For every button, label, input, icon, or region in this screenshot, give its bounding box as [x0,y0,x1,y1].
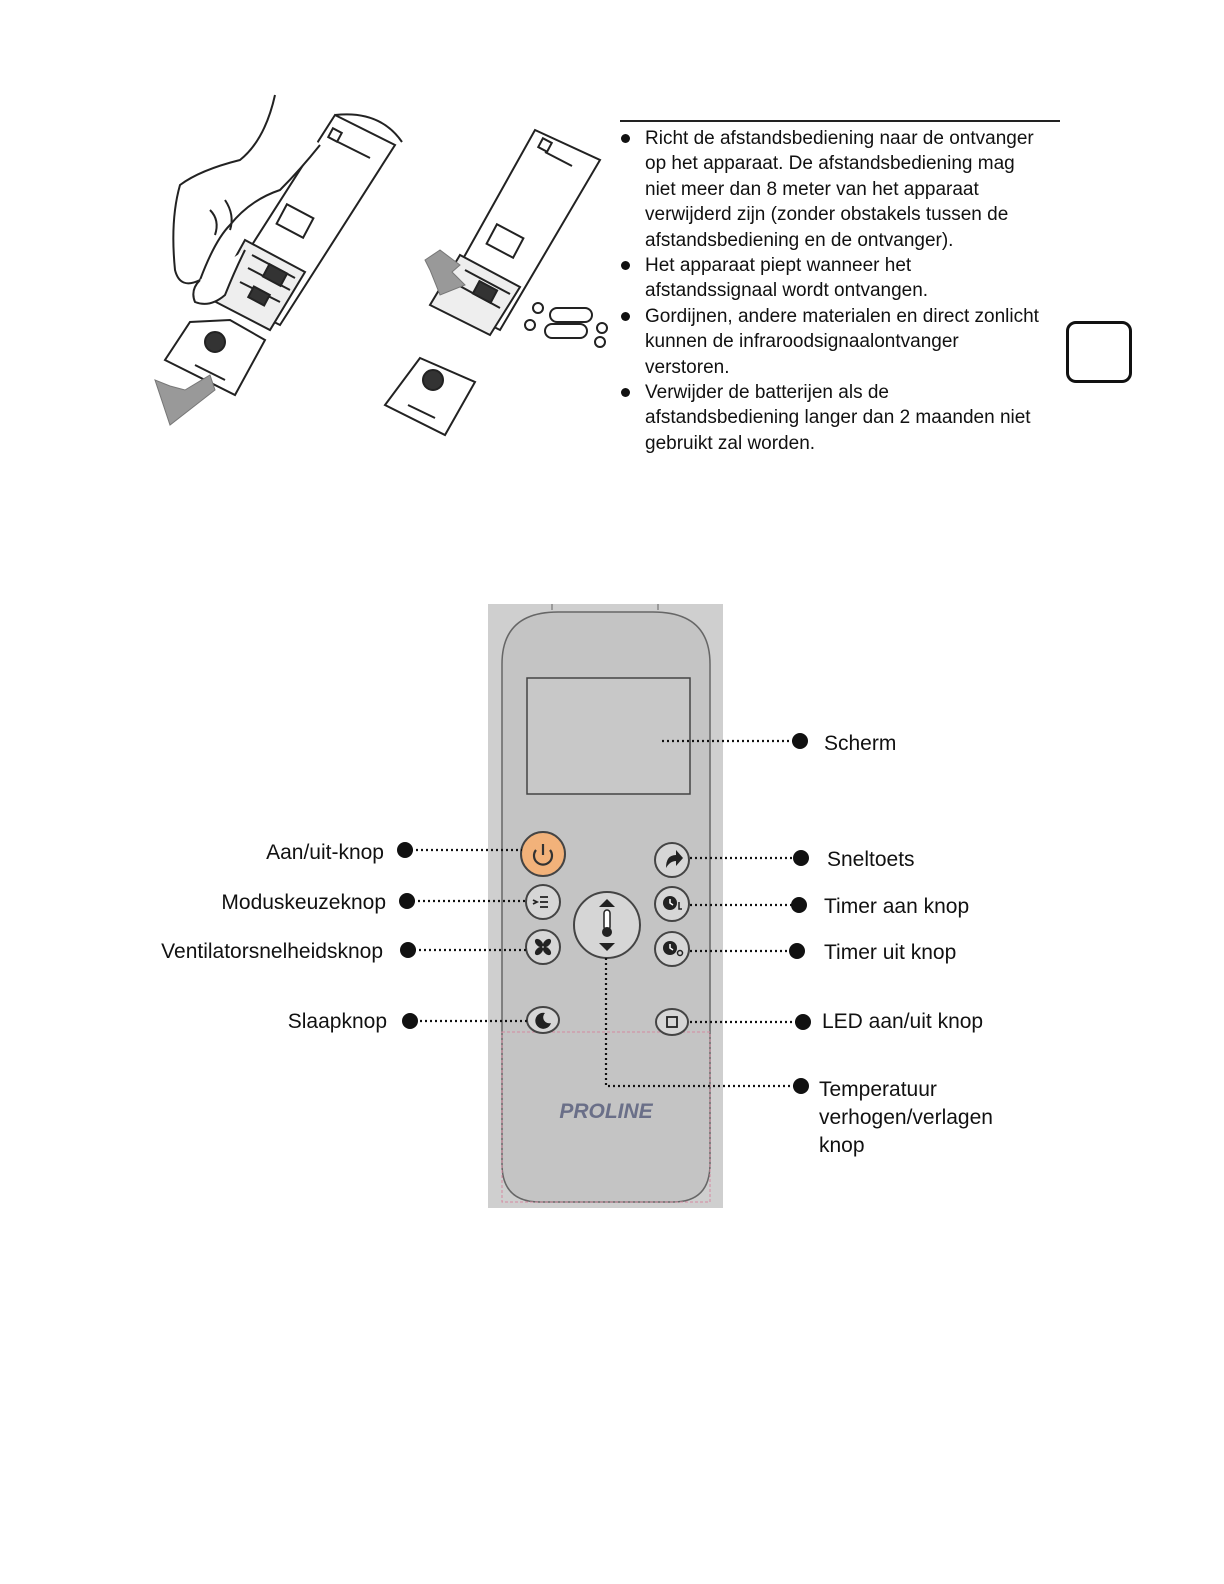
temp-up-arrow-icon [599,899,615,907]
moon-icon [535,1012,551,1029]
label-timer-on-button: Timer aan knop [824,895,970,918]
bullet-item: Verwijder de batterijen als de afstandsb… [620,380,1040,456]
batteries-illustration [524,302,608,348]
bullet-item: Het apparaat piept wanneer het afstandss… [620,253,1040,304]
bullet-item: Gordijnen, andere materialen en direct z… [620,304,1040,380]
timer-off-button[interactable] [654,931,690,967]
label-temperature-line3: knop [819,1134,865,1157]
remote-screen [526,677,691,795]
brand-logo: PROLINE [559,1100,653,1123]
temperature-button[interactable] [573,891,641,959]
mode-button[interactable] [525,884,561,920]
label-screen: Scherm [824,732,897,755]
label-sleep-button: Slaapknop [287,1010,387,1033]
battery-cover-left [163,318,267,397]
callout-dot [795,1014,811,1030]
power-icon [532,844,554,866]
callout-dot [397,842,413,858]
remote-lower-panel [501,1031,711,1203]
label-temperature-line2: verhogen/verlagen [819,1106,993,1129]
timer-on-button[interactable] [654,886,690,922]
mode-list-icon [532,896,548,908]
label-timer-off-button: Timer uit knop [824,941,957,964]
label-fan-speed-button: Ventilatorsnelheidsknop [161,940,383,963]
callout-dot [789,943,805,959]
temp-down-arrow-icon [599,943,615,951]
power-button[interactable] [520,831,566,877]
battery-installation-illustration [154,94,608,437]
remote-back-right [428,128,602,337]
callout-dot [399,893,415,909]
battery-cover-right [383,356,477,437]
fan-icon [534,938,552,956]
bullet-item: Richt de afstandsbediening naar de ontva… [620,126,1040,253]
instruction-bullet-list: Richt de afstandsbediening naar de ontva… [620,126,1040,456]
remote-control-diagram: PROLINE [488,604,723,1208]
label-mode-button: Moduskeuzeknop [221,891,386,914]
thermometer-icon [602,909,612,937]
clock-on-icon [663,896,682,910]
led-button[interactable] [655,1008,689,1036]
hand-illustration [172,94,321,305]
callout-dot [793,1078,809,1094]
remote-top-clip [551,604,659,610]
label-power-button: Aan/uit-knop [266,841,384,864]
arrow-up-left-icon [424,249,466,296]
callout-dot [792,733,808,749]
callout-dot [402,1013,418,1029]
sleep-button[interactable] [526,1006,560,1034]
shortcut-arrow-icon [666,850,683,868]
top-rule-divider [620,120,1060,122]
callout-dot [793,850,809,866]
callout-dot [791,897,807,913]
fan-speed-button[interactable] [525,929,561,965]
label-led-button: LED aan/uit knop [822,1010,984,1033]
arrow-down-left-icon [154,374,216,426]
clock-off-icon [663,941,684,957]
language-tab-box [1066,321,1132,383]
shortcut-button[interactable] [654,842,690,878]
callout-dot [400,942,416,958]
label-shortcut-button: Sneltoets [827,848,915,871]
label-temperature-line1: Temperatuur [819,1078,937,1101]
